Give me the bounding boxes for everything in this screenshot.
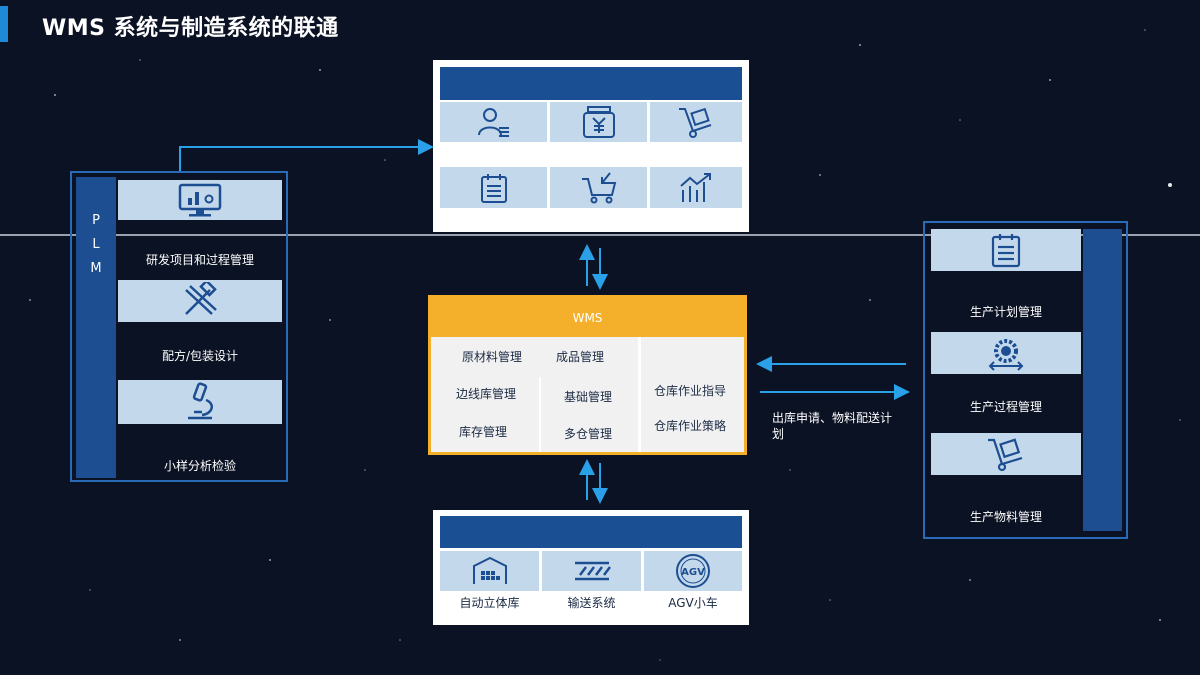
plm-letter: P [92,213,100,228]
user-list-icon [477,108,509,137]
automation-cell-agv: AGV [644,551,742,591]
automation-asrs-label: 自动立体库 [459,596,520,610]
svg-text:AGV: AGV [681,567,705,578]
plm-item-design [118,280,282,322]
automation-cell-conveyor [542,551,641,591]
plm-letter: M [90,261,102,276]
automation-box: AGV 自动立体库 输送系统 AGV小车 [433,510,749,625]
microscope-icon [188,382,214,420]
checklist-icon [991,234,1021,268]
wms-box: WMS 原材料管理 成品管理 边线库管理 基础管理 库存管理 多仓管理 仓库作业… [428,295,747,455]
wms-module-operation-guide: 仓库作业指导 [654,384,727,398]
mes-to-wms-flow-label: 出库申请、物料配送计划 [772,411,893,441]
wms-module-operation-strategy: 仓库作业策略 [654,419,727,433]
plm-item-design-label: 配方/包装设计 [161,349,239,363]
wms-module-finished-goods: 成品管理 [556,350,605,364]
erp-box-header [440,67,742,100]
hand-truck-icon [988,438,1023,472]
mes-item-plan-label: 生产计划管理 [969,305,1042,319]
mes-item-process-label: 生产过程管理 [969,400,1042,414]
wms-module-basic: 基础管理 [564,390,613,404]
conveyor-icon [574,561,611,581]
gear-process-icon [988,339,1024,371]
plm-to-erp-arrow [179,139,434,171]
erp-cell-analytics [650,167,742,208]
erp-cell-finance [550,102,647,142]
wms-module-lineside: 边线库管理 [456,387,517,401]
yuan-cash-icon [582,106,615,138]
wms-modules: 原材料管理 成品管理 边线库管理 基础管理 库存管理 多仓管理 仓库作业指导 仓… [431,337,744,452]
erp-cell-orders [440,167,547,208]
shopping-cart-icon [581,171,616,203]
automation-conveyor-label: 输送系统 [567,596,616,610]
wms-title: WMS [572,311,603,325]
mes-item-process [931,332,1081,374]
page-title: WMS 系统与制造系统的联通 [42,16,339,41]
wms-divider [539,377,541,452]
automation-box-header [440,516,742,548]
plm-strip: P L M [76,177,116,478]
plm-letter: L [92,237,100,252]
title-accent-bar [0,6,8,42]
checklist-icon [480,173,507,203]
growth-chart-icon [680,172,711,202]
mes-item-material-label: 生产物料管理 [969,510,1042,524]
hand-truck-icon [679,107,712,138]
wms-divider [638,337,641,452]
erp-cell-users [440,102,547,142]
horizon-divider [0,234,1200,236]
erp-cell-logistics [650,102,742,142]
design-tools-icon [185,282,217,315]
mes-item-plan [931,229,1081,271]
plm-item-rd [118,180,282,220]
automation-agv-label: AGV小车 [668,596,718,610]
erp-cell-purchase [550,167,647,208]
erp-box [433,60,749,232]
wms-module-multi-warehouse: 多仓管理 [564,427,613,441]
wms-module-inventory: 库存管理 [459,425,508,439]
mes-strip [1083,229,1122,531]
wms-module-raw-material: 原材料管理 [462,350,523,364]
automation-cell-asrs [440,551,539,591]
plm-item-lab-label: 小样分析检验 [163,459,236,473]
mes-item-material [931,433,1081,475]
warehouse-icon [472,556,507,584]
chart-monitor-icon [178,183,222,217]
plm-item-lab [118,380,282,424]
mes-panel: 生产计划管理 生产过程管理 生产物料管理 [923,221,1128,539]
plm-item-rd-label: 研发项目和过程管理 [145,253,254,267]
plm-panel: P L M 研发项目和过程管理 配方/包装设计 [70,171,288,482]
agv-icon: AGV [676,554,710,588]
